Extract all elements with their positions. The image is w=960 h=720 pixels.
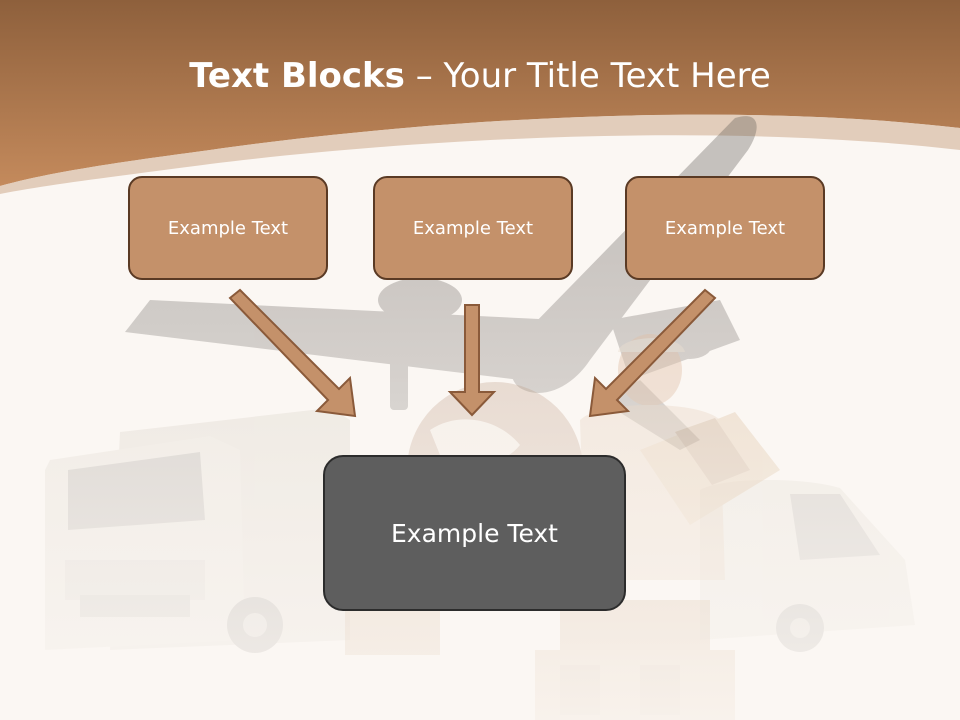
text-block-3[interactable]: Example Text: [625, 176, 825, 280]
arrow-right: [588, 288, 717, 418]
slide-title: Text Blocks – Your Title Text Here: [0, 52, 960, 100]
text-block-1-label: Example Text: [167, 217, 289, 239]
arrow-middle: [447, 304, 497, 417]
text-block-2-label: Example Text: [412, 217, 534, 239]
title-dash: –: [404, 56, 444, 96]
center-text-block-label: Example Text: [391, 518, 558, 548]
text-block-3-label: Example Text: [664, 217, 786, 239]
title-bold: Text Blocks: [189, 56, 405, 96]
text-block-2[interactable]: Example Text: [373, 176, 573, 280]
arrow-left: [228, 288, 357, 418]
text-block-1[interactable]: Example Text: [128, 176, 328, 280]
center-text-block[interactable]: Example Text: [323, 455, 626, 611]
title-rest: Your Title Text Here: [443, 56, 771, 96]
